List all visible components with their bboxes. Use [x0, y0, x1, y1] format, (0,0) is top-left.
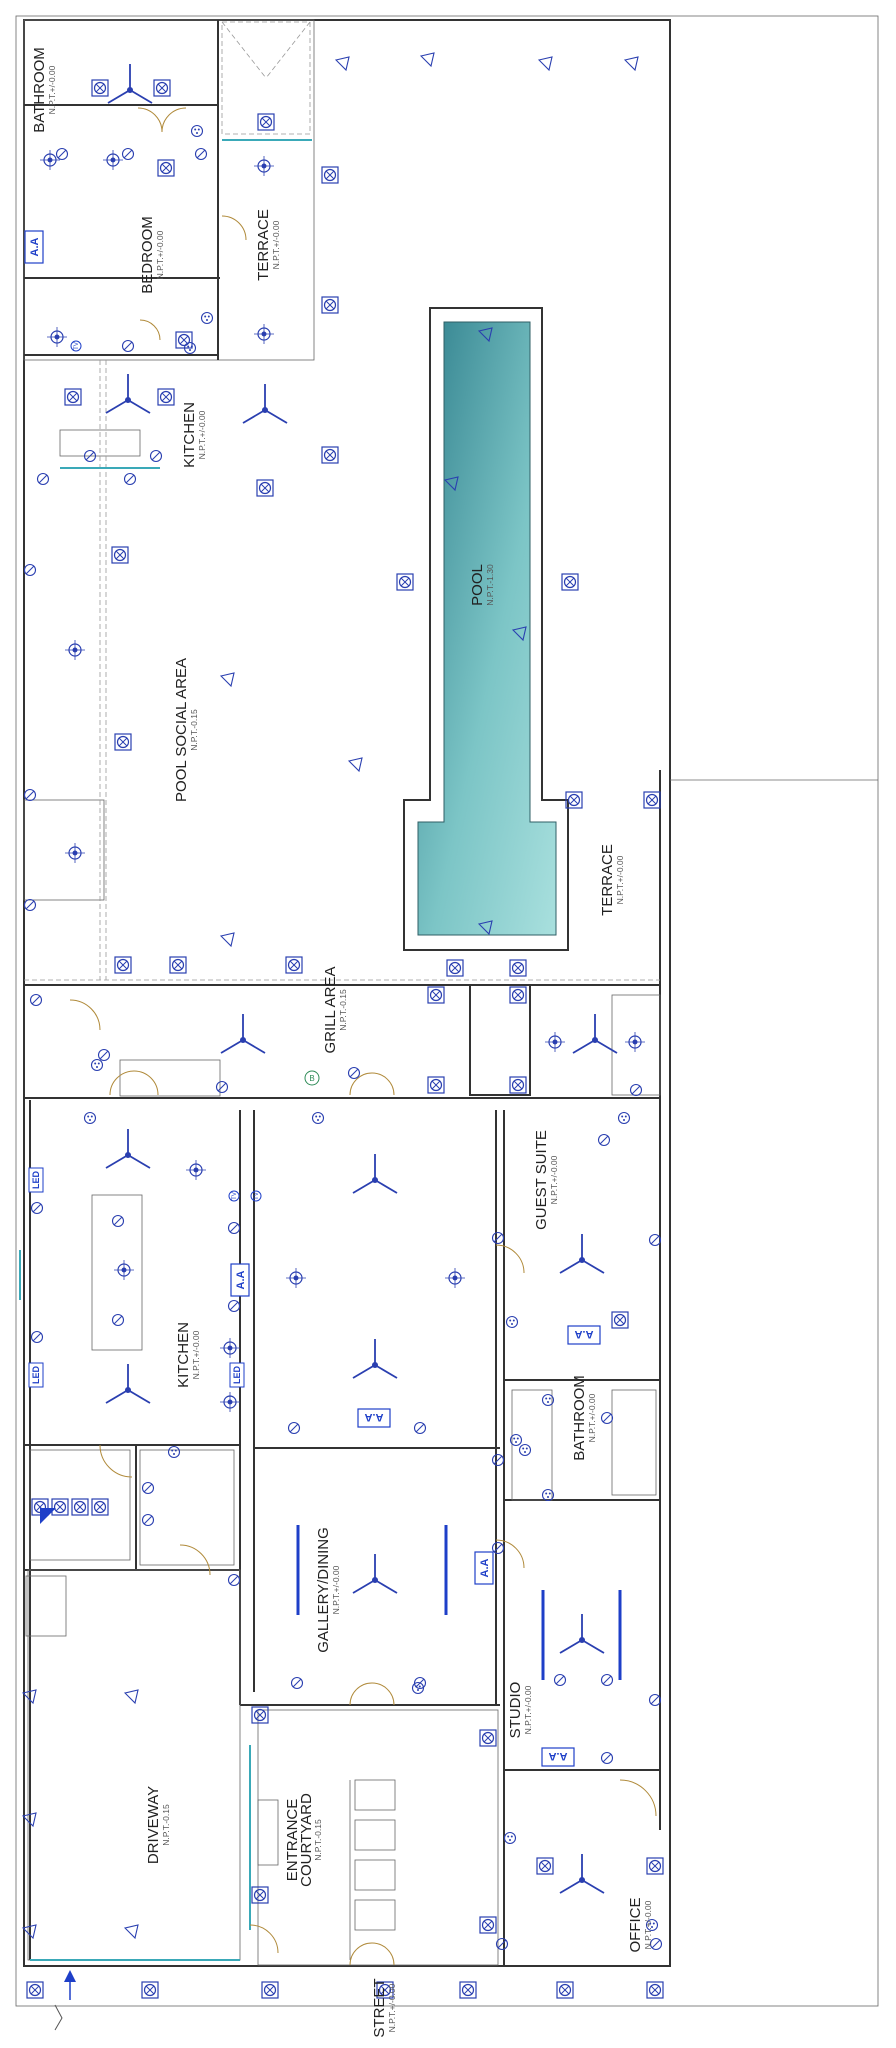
room-name: BATHROOM [571, 1375, 588, 1461]
room-level: N.P.T.+/-0.00 [643, 1900, 653, 1949]
room-name: GUEST SUITE [533, 1130, 550, 1230]
pool [403, 307, 569, 951]
room-level: N.P.T.+/-0.00 [331, 1565, 341, 1614]
room-label-bathroom-mid: BATHROOM N.P.T.+/-0.00 [571, 1375, 597, 1461]
room-name: ENTRANCECOURTYARD [284, 1793, 315, 1887]
room-label-street: STREET N.P.T.+/-0.00 [371, 1978, 397, 2037]
room-level: N.P.T.+/-0.00 [47, 65, 57, 114]
room-level: N.P.T.+/-0.00 [549, 1155, 559, 1204]
room-level: N.P.T.-0.15 [338, 989, 348, 1031]
led-tag: LED [31, 1170, 41, 1189]
room-label-bathroom-top: BATHROOM N.P.T.+/-0.00 [31, 47, 57, 133]
room-name: STUDIO [507, 1682, 524, 1739]
tv-tag: TV [254, 1192, 260, 1200]
room-label-gallery: GALLERY/DINING N.P.T.+/-0.00 [315, 1527, 341, 1653]
room-label-terrace-right: TERRACE N.P.T.+/-0.00 [599, 844, 625, 916]
spotlight-icons [39, 149, 646, 1413]
ac-tag: A.A [548, 1750, 567, 1762]
room-level: N.P.T.-1.30 [485, 564, 495, 606]
bbq-outlet: B [304, 1070, 320, 1086]
linear-light-icons [296, 1525, 622, 1680]
ac-tag: A.A [479, 1558, 491, 1577]
north-arrow [40, 1508, 76, 2031]
room-name: DRIVEWAY [145, 1786, 162, 1864]
room-label-kitchen-top: KITCHEN N.P.T.+/-0.00 [181, 402, 207, 468]
room-level: N.P.T.-0.15 [313, 1819, 323, 1861]
room-label-kitchen-main: KITCHEN N.P.T.+/-0.00 [175, 1322, 201, 1388]
ac-tag: A.A [364, 1411, 383, 1423]
bbq-tag: B [309, 1074, 314, 1083]
room-level: N.P.T.-0.15 [161, 1804, 171, 1846]
room-label-studio: STUDIO N.P.T.+/-0.00 [507, 1682, 533, 1739]
ac-tag: A.A [29, 237, 41, 256]
room-name: GALLERY/DINING [315, 1527, 332, 1653]
room-level: N.P.T.+/-0.00 [155, 230, 165, 279]
room-label-entrance: ENTRANCECOURTYARD N.P.T.-0.15 [284, 1793, 323, 1887]
room-name: BATHROOM [31, 47, 48, 133]
room-name: GRILL AREA [322, 967, 339, 1054]
led-strips: LED LED LED [28, 1167, 245, 1388]
led-tag: LED [31, 1365, 41, 1384]
room-label-office: OFFICE N.P.T.+/-0.00 [627, 1898, 653, 1953]
room-name: STREET [371, 1978, 388, 2037]
tv-outlets: TV TV TV [70, 340, 262, 1202]
room-level: N.P.T.+/-0.00 [191, 1330, 201, 1379]
room-level: N.P.T.+/-0.00 [387, 1983, 397, 2032]
room-name: OFFICE [627, 1898, 644, 1953]
room-label-terrace-top: TERRACE N.P.T.+/-0.00 [255, 209, 281, 281]
room-level: N.P.T.-0.15 [189, 709, 199, 751]
tv-tag: TV [232, 1192, 238, 1200]
ac-tag: A.A [574, 1328, 593, 1340]
room-level: N.P.T.+/-0.00 [615, 855, 625, 904]
room-level: N.P.T.+/-0.00 [271, 220, 281, 269]
room-name: TERRACE [599, 844, 616, 916]
room-level: N.P.T.+/-0.00 [523, 1685, 533, 1734]
room-name: KITCHEN [175, 1322, 192, 1388]
ac-units: A.A A.A A.A A.A A.A A.A [24, 230, 601, 1767]
led-tag: LED [232, 1365, 242, 1384]
doors [69, 107, 657, 1966]
tv-tag: TV [74, 342, 80, 350]
room-label-guest-suite: GUEST SUITE N.P.T.+/-0.00 [533, 1130, 559, 1230]
room-label-pool-social: POOL SOCIAL AREA N.P.T.-0.15 [173, 658, 199, 802]
room-name: POOL SOCIAL AREA [173, 658, 190, 802]
room-name: TERRACE [255, 209, 272, 281]
wall-light-icons [23, 147, 663, 1951]
room-name: BEDROOM [139, 216, 156, 294]
room-name: KITCHEN [181, 402, 198, 468]
room-level: N.P.T.+/-0.00 [197, 410, 207, 459]
ac-tag: A.A [235, 1270, 247, 1289]
room-label-driveway: DRIVEWAY N.P.T.-0.15 [145, 1786, 171, 1864]
walls [15, 15, 879, 2007]
smoke-detector-icons [83, 124, 659, 1932]
room-level: N.P.T.+/-0.00 [587, 1393, 597, 1442]
room-label-grill: GRILL AREA N.P.T.-0.15 [322, 967, 348, 1054]
room-label-pool: POOL N.P.T.-1.30 [469, 564, 495, 606]
room-label-bedroom: BEDROOM N.P.T.+/-0.00 [139, 216, 165, 294]
room-name: POOL [469, 564, 486, 606]
